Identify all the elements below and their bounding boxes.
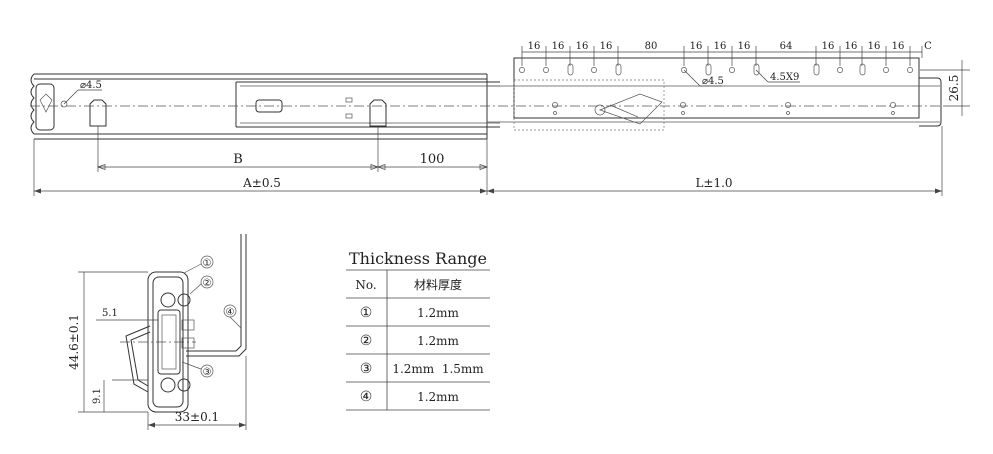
table-cell-no: ④: [360, 389, 373, 405]
table-header-thickness: 材料厚度: [414, 277, 462, 292]
table-cell-value: 1.2mm: [417, 390, 459, 404]
dimension-100-label: 100: [420, 152, 445, 167]
table-cell-no: ①: [360, 305, 373, 321]
section-dimensions: [78, 271, 247, 430]
spacing-label: C: [924, 41, 932, 52]
spacing-label: 16: [528, 41, 541, 52]
dimension-a-label: A±0.5: [242, 176, 281, 190]
break-line: [30, 73, 35, 135]
spacing-label: 80: [645, 41, 658, 52]
stop-tab-middle: [369, 99, 387, 127]
callout-3: ③: [203, 367, 212, 378]
section-width-label: 33±0.1: [175, 410, 219, 424]
spacing-label: 16: [576, 41, 589, 52]
spacing-label: 16: [552, 41, 565, 52]
dimension-a-l: [33, 126, 943, 196]
inner-member-holes: [519, 63, 913, 116]
spacing-label: 16: [690, 41, 703, 52]
stop-tab-left: [89, 99, 107, 127]
callout-2: ②: [203, 278, 212, 289]
spacing-label: 16: [845, 41, 858, 52]
spacing-label: 16: [868, 41, 881, 52]
table-cell-no: ③: [360, 361, 373, 377]
table-header-no: No.: [355, 278, 376, 292]
section-height-label: 44.6±0.1: [67, 314, 81, 370]
callout-1: ①: [203, 258, 212, 269]
spacing-label: 64: [780, 41, 793, 52]
spacing-label: 16: [738, 41, 751, 52]
hole-diameter-label: ⌀4.5: [80, 80, 102, 91]
rear-bracket: [35, 83, 55, 131]
spacing-label: 16: [892, 41, 905, 52]
dimension-l-label: L±1.0: [695, 176, 732, 190]
thickness-table: [346, 269, 490, 411]
hole-spacing-dimensions: [63, 46, 923, 105]
slot-size-label: 4.5X9: [770, 72, 799, 83]
dimension-b-label: B: [233, 152, 243, 167]
spacing-label-group: 16 16 16 16 80 16 16 16 64 16 16 16 16 C: [528, 41, 933, 52]
inner-member: [513, 57, 920, 119]
section-lower-label: 9.1: [92, 388, 103, 404]
spacing-label: 16: [600, 41, 613, 52]
spacing-label: 16: [822, 41, 835, 52]
height-label: 26.5: [947, 75, 961, 102]
section-callouts: [181, 255, 242, 378]
section-offset-label: 5.1: [102, 308, 118, 319]
table-cell-no: ②: [360, 333, 373, 349]
hole-diameter-label: ⌀4.5: [702, 76, 724, 87]
table-title: Thickness Range: [349, 249, 487, 268]
table-cell-value: 1.2mm 1.5mm: [392, 362, 484, 376]
slide-section-view: [120, 234, 247, 413]
spacing-label: 16: [714, 41, 727, 52]
table-cell-value: 1.2mm: [417, 306, 459, 320]
table-cell-value: 1.2mm: [417, 334, 459, 348]
slide-top-view: [30, 57, 970, 140]
dimension-b-100: [96, 126, 489, 195]
callout-4: ④: [226, 307, 235, 318]
